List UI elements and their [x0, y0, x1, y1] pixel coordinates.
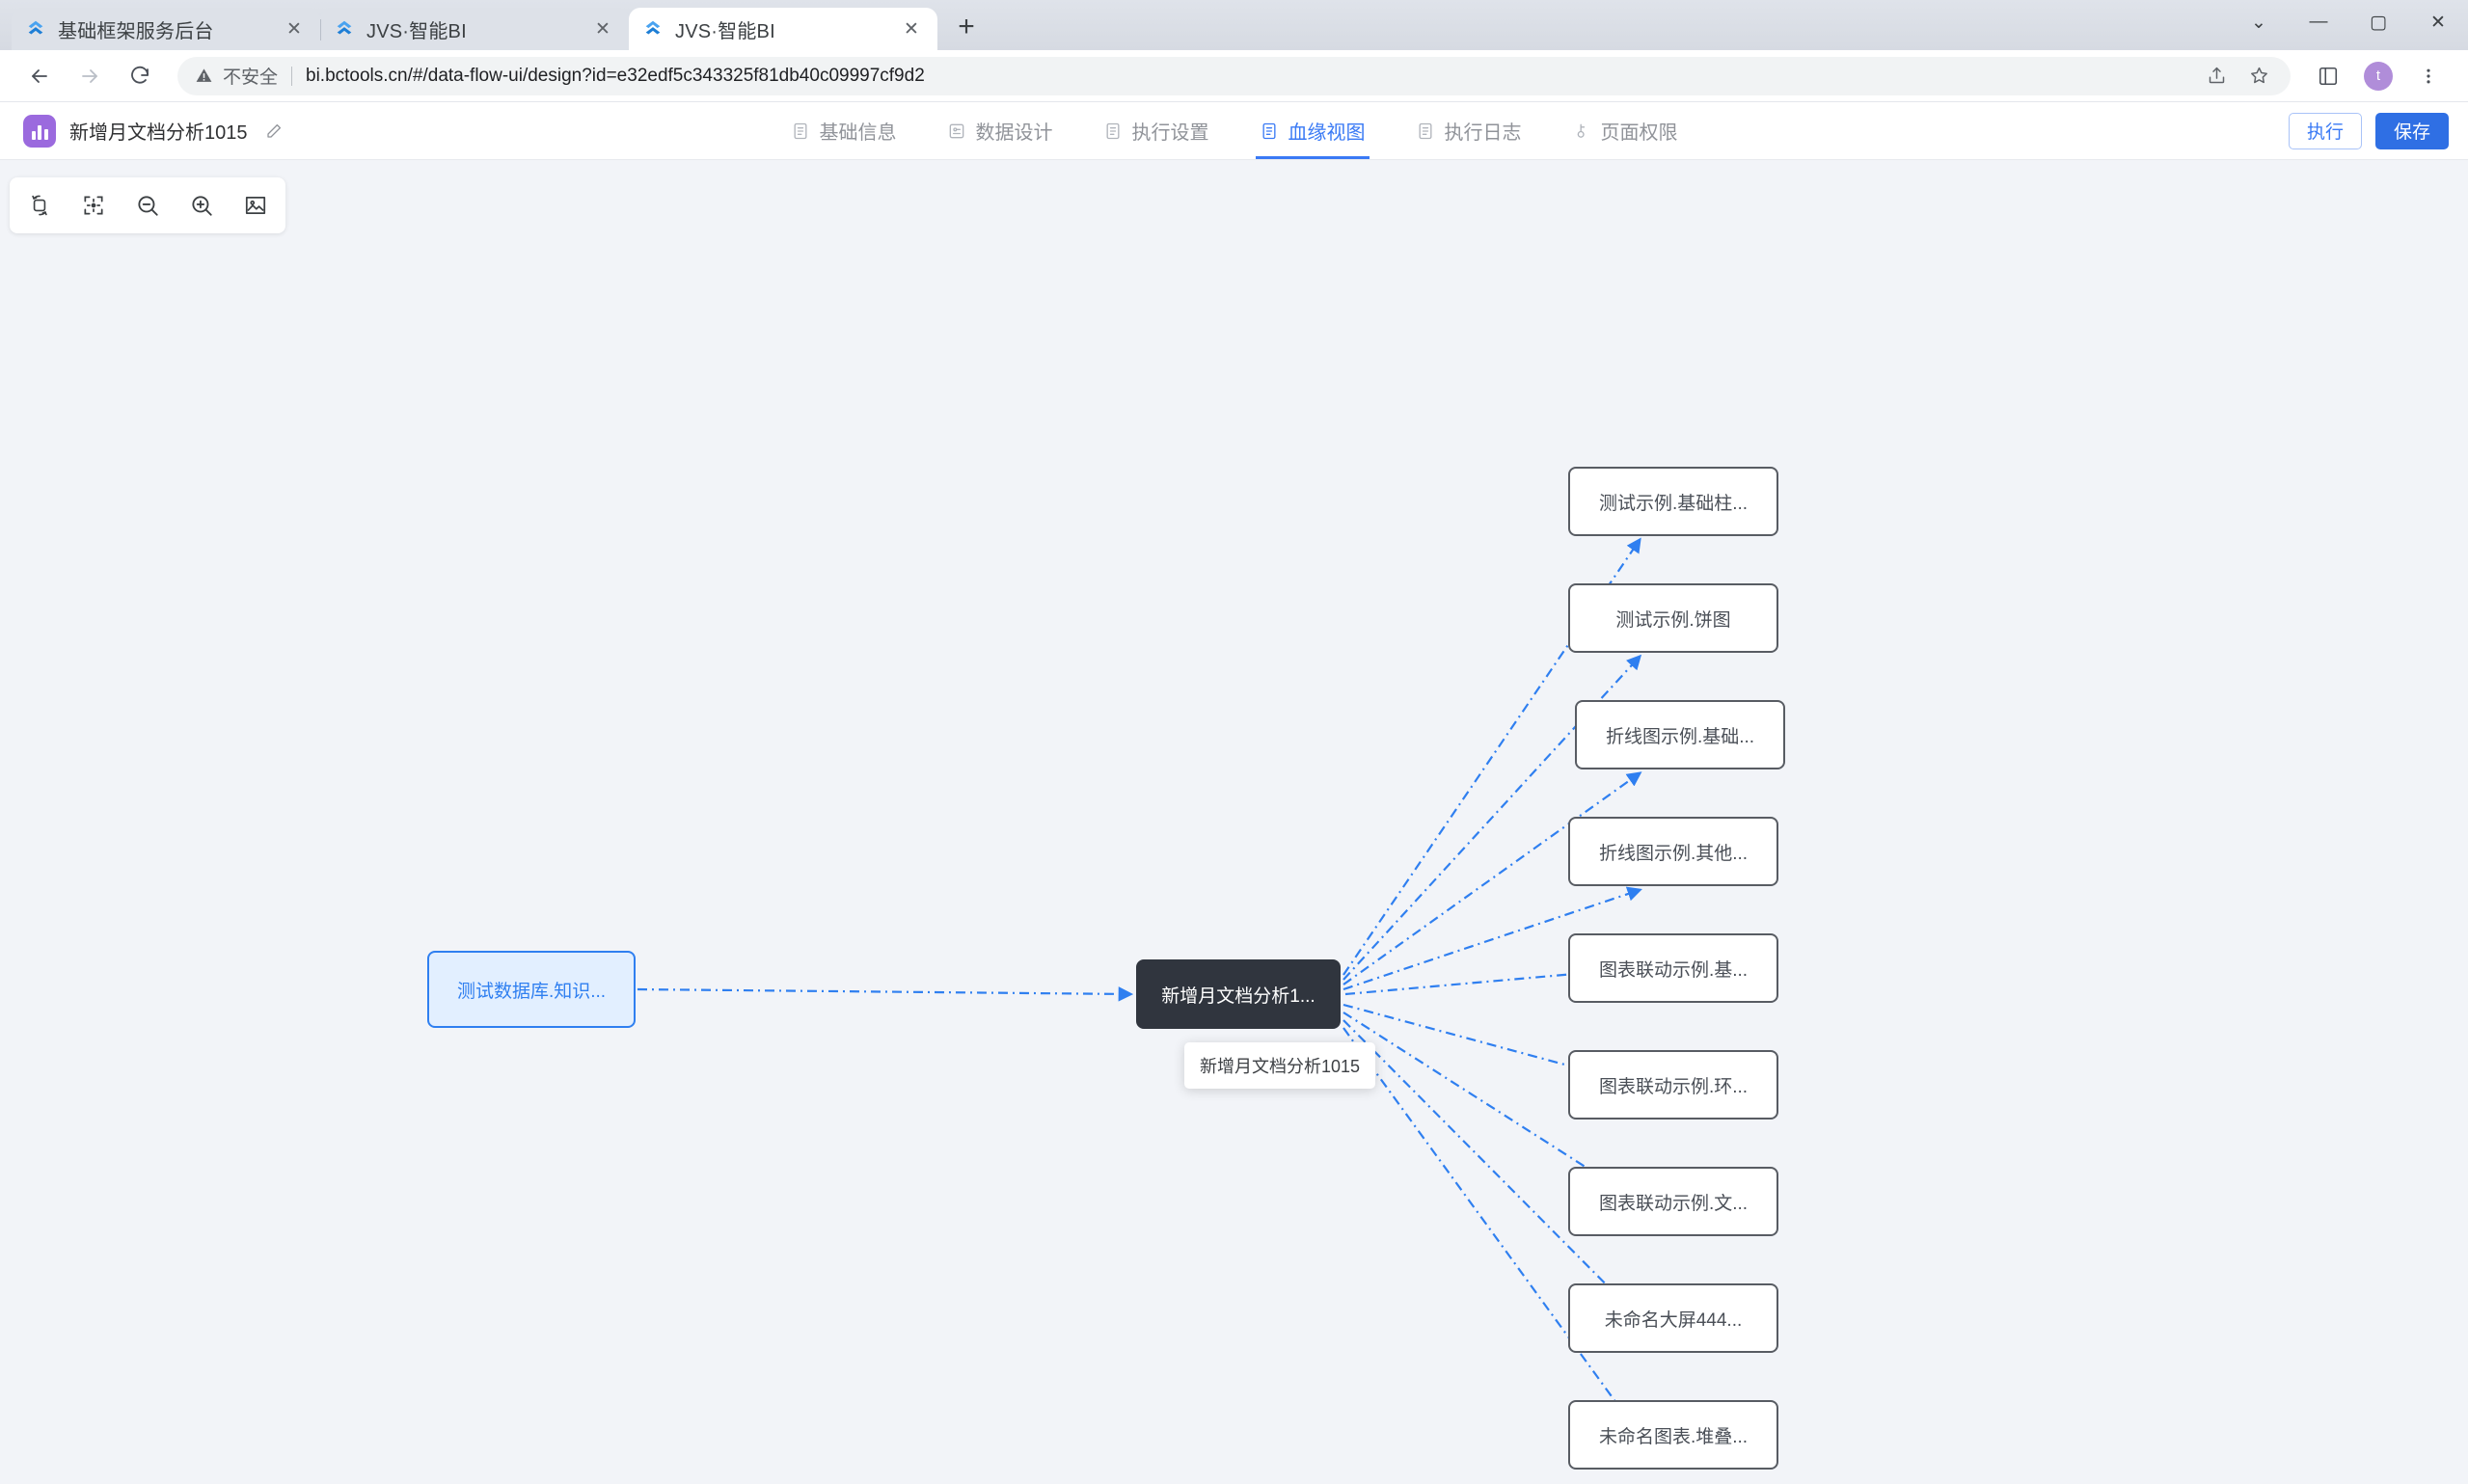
tab-page-permissions[interactable]: 页面权限	[1547, 102, 1703, 159]
maximize-button[interactable]: ▢	[2370, 12, 2387, 33]
pencil-icon[interactable]	[265, 122, 283, 140]
node-label: 测试示例.基础柱...	[1598, 493, 1749, 514]
header-actions: 执行 保存	[2288, 112, 2449, 149]
lineage-node-target-8[interactable]: 未命名图表.堆叠...	[1568, 1400, 1778, 1470]
tab-label: 执行日志	[1444, 122, 1522, 144]
lineage-node-target-2[interactable]: 折线图示例.基础...	[1575, 700, 1785, 769]
node-label: 测试示例.饼图	[1615, 609, 1731, 631]
tab-exec-log[interactable]: 执行日志	[1391, 102, 1547, 159]
lineage-node-source[interactable]: 测试数据库.知识...	[427, 951, 636, 1028]
not-secure-label: 不安全	[223, 67, 279, 88]
jvs-logo-icon	[25, 18, 46, 40]
save-button[interactable]: 保存	[2374, 112, 2449, 149]
graph-toolbar	[10, 177, 285, 233]
lineage-node-target-1[interactable]: 测试示例.饼图	[1568, 583, 1778, 653]
profile-avatar[interactable]: t	[2356, 54, 2400, 98]
node-label: 未命名图表.堆叠...	[1598, 1426, 1749, 1447]
lineage-node-target-0[interactable]: 测试示例.基础柱...	[1568, 467, 1778, 536]
tab-exec-settings[interactable]: 执行设置	[1078, 102, 1234, 159]
jvs-logo-icon	[642, 18, 664, 40]
watermark: @稀土掘金技术社区	[2270, 1480, 2453, 1484]
reload-icon[interactable]	[118, 54, 162, 98]
relayout-icon[interactable]	[23, 189, 56, 222]
tab-lineage-view[interactable]: 血缘视图	[1234, 102, 1391, 159]
omnibox-actions	[2188, 62, 2273, 91]
document-icon	[1260, 121, 1279, 141]
browser-tab-1[interactable]: 基础框架服务后台 ✕	[12, 8, 320, 50]
node-label: 测试数据库.知识...	[456, 981, 607, 1002]
bookmark-star-icon[interactable]	[2244, 62, 2273, 91]
tab-label: 血缘视图	[1288, 122, 1366, 144]
tab-label: 数据设计	[975, 122, 1053, 144]
avatar: t	[2364, 61, 2393, 91]
window-close-button[interactable]: ✕	[2430, 12, 2446, 33]
browser-tab-title: JVS·智能BI	[675, 20, 775, 42]
browser-address-bar: 不安全 bi.bctools.cn/#/data-flow-ui/design?…	[0, 50, 2468, 102]
app-header: 新增月文档分析1015 基础信息 数据设计 执行设置	[0, 102, 2468, 160]
lineage-node-target-3[interactable]: 折线图示例.其他...	[1568, 817, 1778, 886]
zoom-out-icon[interactable]	[131, 189, 164, 222]
browser-tab-title: 基础框架服务后台	[58, 20, 214, 42]
omnibox-divider	[291, 66, 293, 86]
zoom-in-icon[interactable]	[185, 189, 218, 222]
url-text: bi.bctools.cn/#/data-flow-ui/design?id=e…	[306, 65, 925, 86]
browser-tabstrip-bar: 基础框架服务后台 ✕ JVS·智能BI ✕ JVS·智能BI ✕	[0, 0, 2468, 50]
tab-basic-info[interactable]: 基础信息	[766, 102, 922, 159]
tab-search-icon[interactable]: ⌄	[2251, 12, 2266, 33]
close-icon[interactable]: ✕	[904, 18, 919, 40]
tooltip-text: 新增月文档分析1015	[1200, 1057, 1361, 1076]
app-brand: 新增月文档分析1015	[23, 114, 283, 148]
node-label: 图表联动示例.环...	[1598, 1076, 1749, 1097]
node-label: 图表联动示例.文...	[1598, 1193, 1749, 1214]
browser-tab-title: JVS·智能BI	[366, 20, 467, 42]
browser-tab-2[interactable]: JVS·智能BI ✕	[320, 8, 629, 50]
window-controls: ⌄ — ▢ ✕	[2229, 0, 2468, 44]
export-image-icon[interactable]	[239, 189, 272, 222]
new-tab-button[interactable]: +	[958, 11, 975, 42]
minimize-button[interactable]: —	[2309, 12, 2328, 32]
bar-chart-icon	[23, 114, 56, 148]
document-icon	[1416, 121, 1435, 141]
url-omnibox[interactable]: 不安全 bi.bctools.cn/#/data-flow-ui/design?…	[177, 56, 2291, 95]
node-label: 折线图示例.基础...	[1605, 726, 1755, 747]
not-secure-warning-icon	[195, 67, 213, 85]
document-icon	[791, 121, 810, 141]
node-tooltip: 新增月文档分析1015	[1184, 1042, 1376, 1089]
page-title: 新增月文档分析1015	[69, 122, 248, 144]
browser-tabstrip: 基础框架服务后台 ✕ JVS·智能BI ✕ JVS·智能BI ✕	[0, 0, 988, 50]
forward-icon[interactable]	[68, 54, 112, 98]
node-label: 折线图示例.其他...	[1598, 843, 1749, 864]
chrome-menu-icon[interactable]	[2406, 54, 2451, 98]
extensions-icon[interactable]	[2306, 54, 2350, 98]
lineage-node-target-6[interactable]: 图表联动示例.文...	[1568, 1167, 1778, 1236]
node-label: 图表联动示例.基...	[1598, 959, 1749, 981]
node-label: 新增月文档分析1...	[1161, 985, 1315, 1007]
lineage-edges	[637, 537, 1643, 1438]
lineage-node-target-5[interactable]: 图表联动示例.环...	[1568, 1050, 1778, 1120]
close-icon[interactable]: ✕	[595, 18, 610, 40]
lineage-node-target-4[interactable]: 图表联动示例.基...	[1568, 933, 1778, 1003]
jvs-logo-icon	[334, 18, 355, 40]
browser-tab-3-active[interactable]: JVS·智能BI ✕	[629, 8, 937, 50]
tab-label: 页面权限	[1600, 122, 1678, 144]
fit-center-icon[interactable]	[77, 189, 110, 222]
tab-label: 基础信息	[819, 122, 897, 144]
key-icon	[1572, 121, 1591, 141]
share-icon[interactable]	[2202, 62, 2231, 91]
back-icon[interactable]	[17, 54, 62, 98]
document-icon	[1103, 121, 1123, 141]
lineage-canvas[interactable]: 测试数据库.知识... 新增月文档分析1... 新增月文档分析1015 测试示例…	[0, 160, 2468, 1484]
node-label: 未命名大屏444...	[1604, 1309, 1743, 1331]
tab-data-design[interactable]: 数据设计	[922, 102, 1078, 159]
close-icon[interactable]: ✕	[286, 18, 302, 40]
lineage-node-current[interactable]: 新增月文档分析1...	[1136, 959, 1341, 1029]
tab-label: 执行设置	[1131, 122, 1209, 144]
lineage-node-target-7[interactable]: 未命名大屏444...	[1568, 1283, 1778, 1353]
data-design-icon	[947, 121, 966, 141]
run-button[interactable]: 执行	[2288, 112, 2362, 149]
app-tab-bar: 基础信息 数据设计 执行设置 血缘视图 执行日志	[766, 102, 1703, 159]
